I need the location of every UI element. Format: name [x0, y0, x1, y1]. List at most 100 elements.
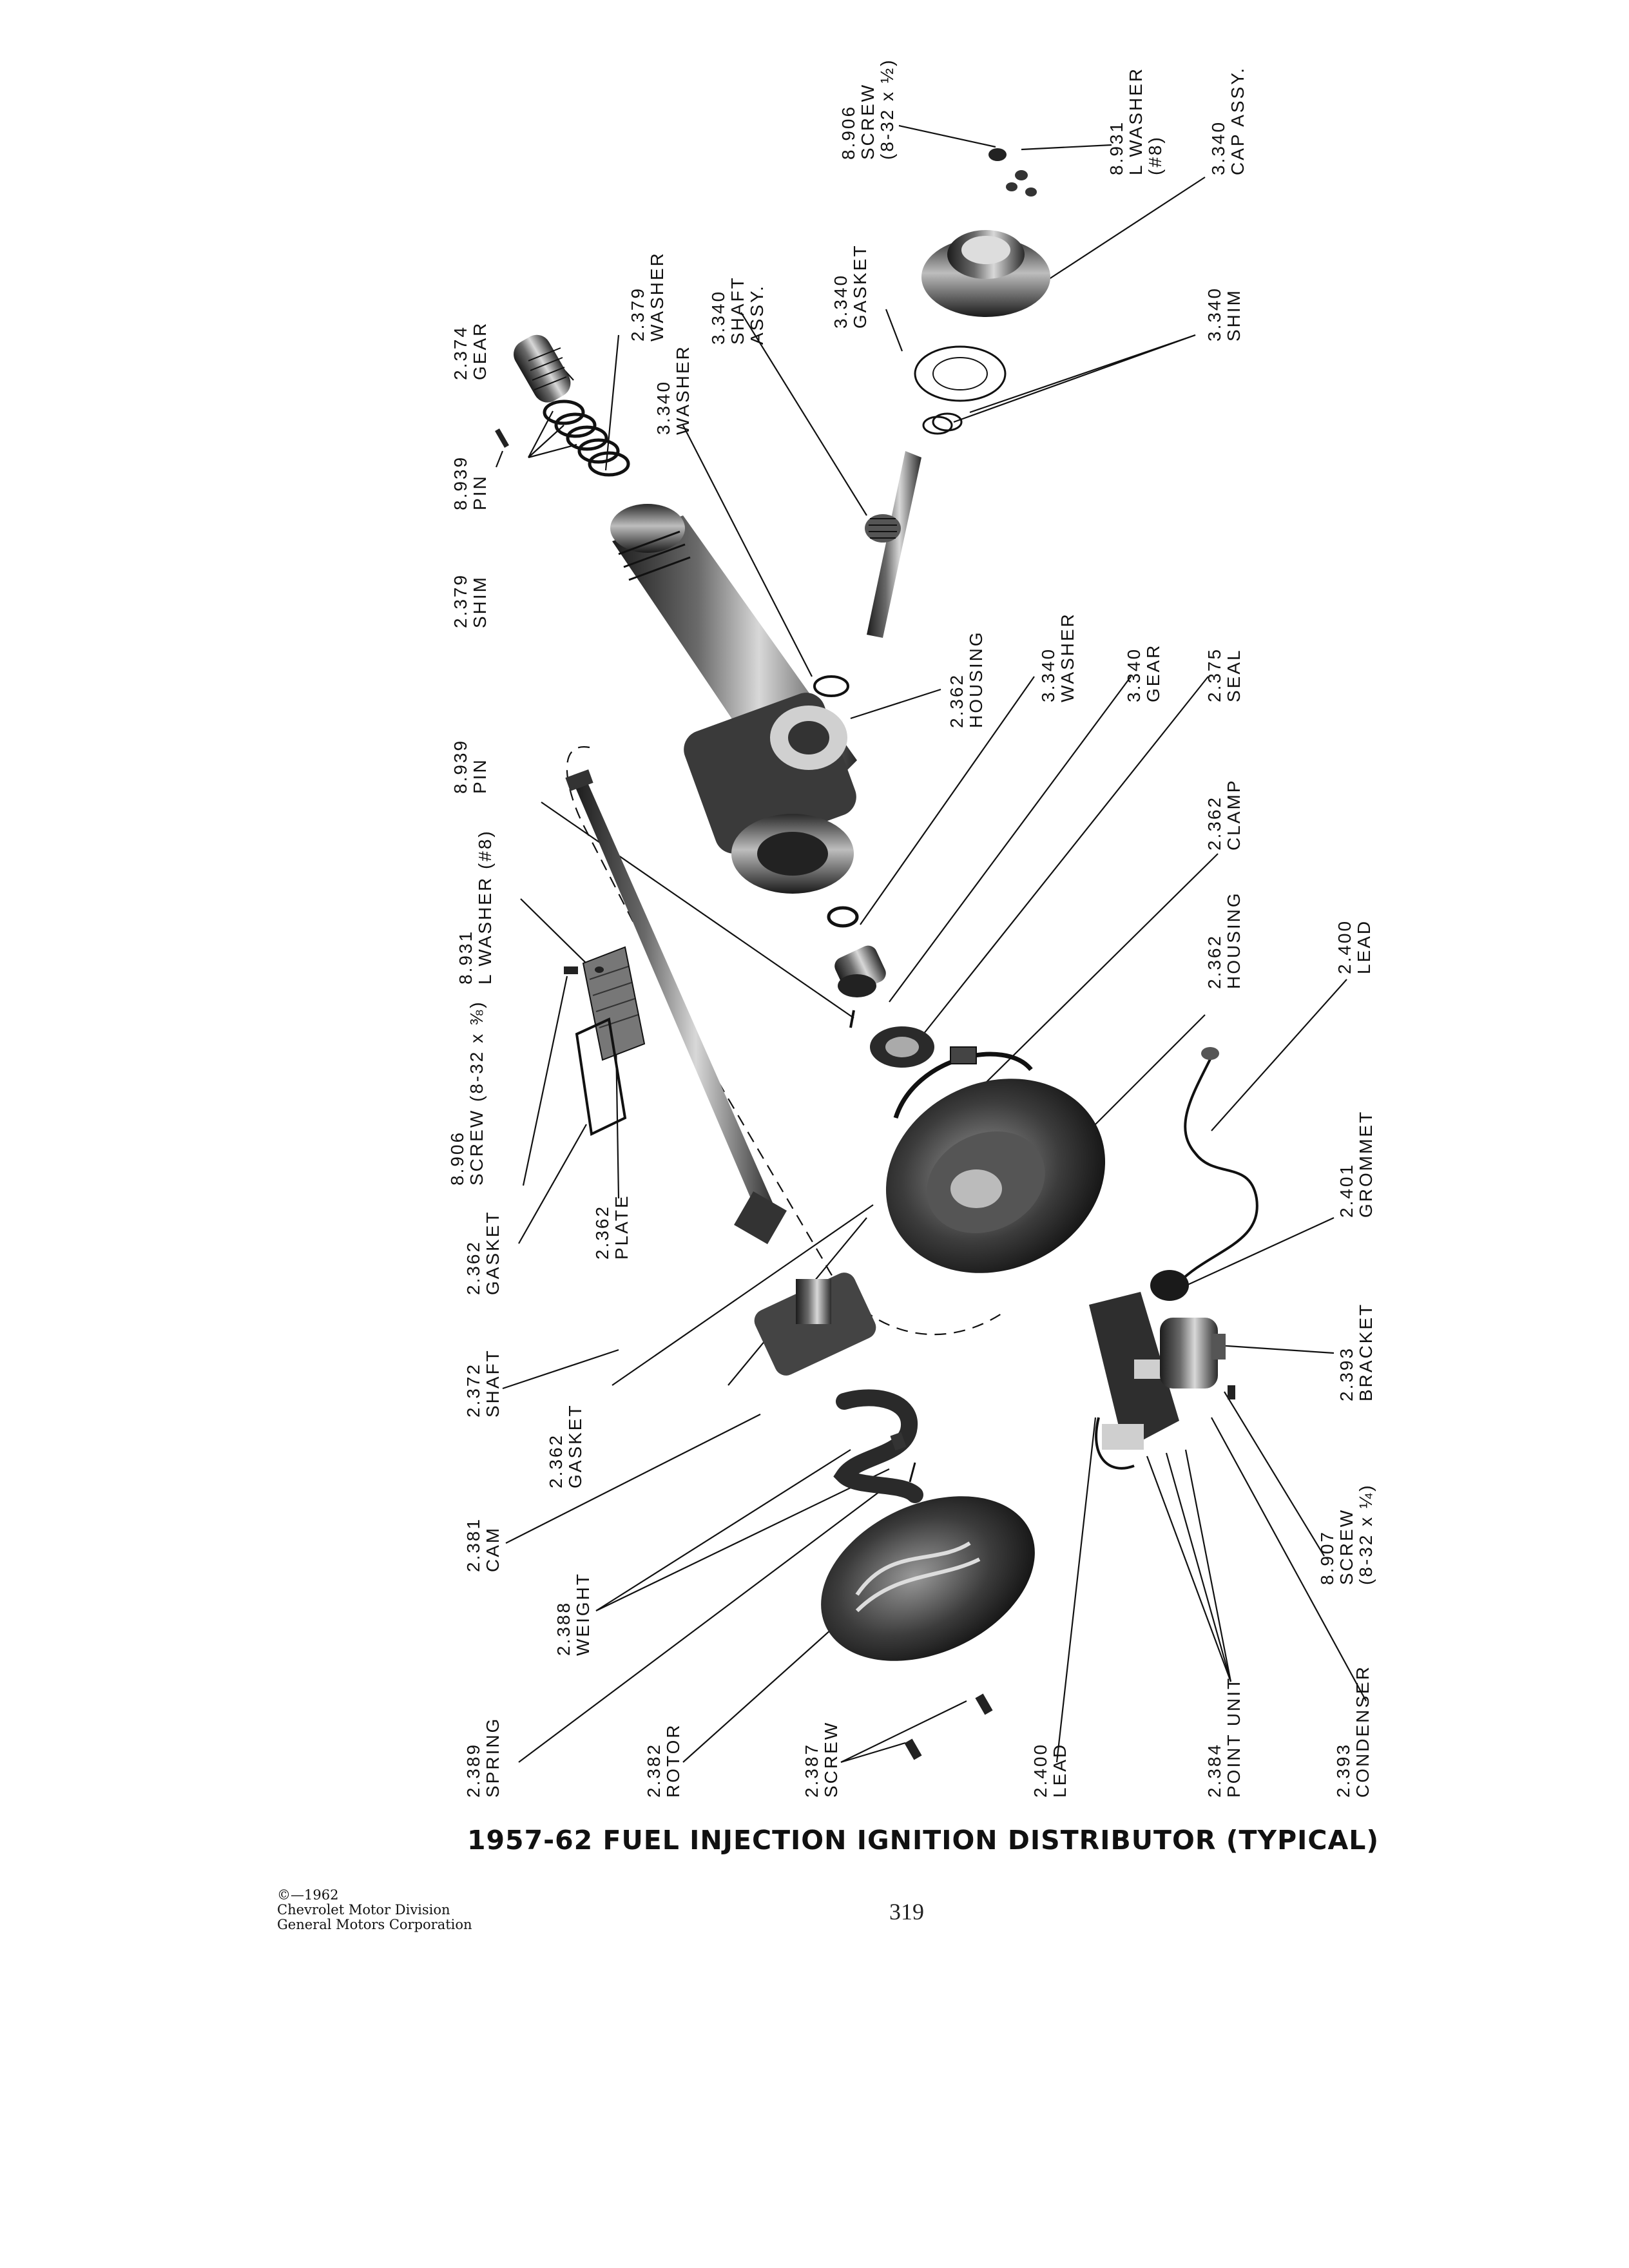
callout-number: 2.379	[450, 573, 470, 628]
callout-clamp: 2.362 CLAMP	[1204, 779, 1244, 850]
callout-number: 2.393	[1333, 1742, 1353, 1798]
callout-number: 3.340	[1124, 647, 1144, 702]
callout-plate: 2.362 PLATE	[592, 1194, 631, 1260]
point-unit-drawing	[1089, 1292, 1179, 1450]
callout-number: 2.393	[1336, 1346, 1356, 1401]
callout-name: WEIGHT	[573, 1572, 593, 1656]
callout-number: 2.362	[546, 1433, 566, 1488]
callout-name: SCREW	[1336, 1508, 1356, 1585]
callout-name: SCREW	[858, 82, 878, 160]
callout-number: 2.389	[463, 1742, 483, 1798]
callout-grommet: 2.401 GROMMET	[1336, 1110, 1376, 1218]
callout-name: GASKET	[483, 1210, 503, 1295]
pin-gear-drawing	[495, 428, 509, 448]
callout-number: 8.931	[1106, 120, 1126, 175]
callout-name: BRACKET	[1356, 1302, 1376, 1401]
callout-number: 3.340	[708, 289, 728, 345]
callout-name: SHAFT	[728, 276, 747, 345]
callout-bracket: 2.393 BRACKET	[1336, 1302, 1376, 1401]
callout-name: PIN	[470, 758, 490, 794]
housing-upper-drawing	[610, 504, 857, 894]
callout-rotor: 2.382 ROTOR	[644, 1723, 683, 1798]
washer-upper-drawing	[813, 675, 849, 697]
weight-drawing	[890, 1432, 907, 1451]
callout-name: SCREW	[821, 1720, 841, 1798]
callout-condenser: 2.393 CONDENSER	[1333, 1665, 1373, 1798]
callout-housing-lower: 2.362 HOUSING	[1204, 891, 1244, 989]
gear-mid-drawing	[834, 945, 886, 997]
callout-screw-plate: 8.906 SCREW (8-32 x ⅜)	[447, 1000, 487, 1186]
copyright-year: ©—1962	[277, 1887, 339, 1903]
housing-lower-drawing	[885, 1079, 1106, 1273]
callout-name: SHIM	[1224, 289, 1244, 341]
condenser-bracket-drawing	[1160, 1318, 1226, 1389]
callout-lwasher-cap: 8.931 L WASHER (#8)	[1106, 67, 1165, 175]
callout-gear-drive: 2.374 GEAR	[450, 322, 490, 380]
callout-number: 2.362	[592, 1204, 612, 1260]
callout-name: HOUSING	[1224, 891, 1244, 989]
callout-shaft-assy: 3.340 SHAFT ASSY.	[708, 276, 767, 345]
callout-number: 3.340	[653, 380, 673, 435]
screw-plate-drawing	[564, 966, 604, 974]
callout-number: 2.362	[1204, 795, 1224, 850]
callout-name: SCREW (8-32 x ⅜)	[467, 1000, 487, 1186]
callout-name: WASHER	[673, 345, 693, 435]
gasket-housing-drawing	[754, 1273, 876, 1376]
plate-drawing	[582, 946, 646, 1061]
callout-number: 2.362	[947, 673, 967, 728]
callout-seal: 2.375 SEAL	[1204, 648, 1244, 702]
callout-name: CAM	[483, 1526, 503, 1572]
callout-name: PLATE	[612, 1194, 631, 1260]
callout-name: LEAD	[1050, 1742, 1070, 1798]
callout-shim-drive: 2.379 SHIM	[450, 573, 490, 628]
seal-drawing	[870, 1026, 934, 1068]
callout-number: 8.906	[447, 1130, 467, 1186]
callout-number: 2.401	[1336, 1162, 1356, 1218]
callout-screw-cap: 8.906 SCREW (8-32 x ½)	[838, 58, 897, 160]
shaft-assembly-drawing	[865, 451, 921, 638]
callout-number: 8.931	[456, 929, 476, 985]
cap-assembly-drawing	[921, 148, 1050, 317]
callout-screw-rotor: 2.387 SCREW	[802, 1721, 841, 1798]
screw-rotor-drawing	[904, 1693, 993, 1760]
callout-shaft: 2.372 SHAFT	[463, 1349, 503, 1418]
callout-weight: 2.388 WEIGHT	[554, 1572, 593, 1656]
callout-name: GROMMET	[1356, 1110, 1376, 1218]
callout-spec: (8-32 x ¼)	[1356, 1483, 1376, 1585]
callout-number: 2.362	[463, 1240, 483, 1295]
callout-screw-bracket: 8.907 SCREW (8-32 x ¼)	[1317, 1483, 1376, 1585]
callout-number: 2.379	[628, 286, 648, 341]
washer-mid-drawing	[827, 906, 859, 928]
callout-gasket-plate: 2.362 GASKET	[463, 1210, 503, 1295]
callout-name: SEAL	[1224, 648, 1244, 702]
copyright-block: ©—1962 Chevrolet Motor Division General …	[277, 1888, 472, 1932]
callout-gasket-housing: 2.362 GASKET	[546, 1403, 585, 1488]
callout-washer-drive: 2.379 WASHER	[628, 251, 667, 341]
callout-cap-assy: 3.340 CAP ASSY.	[1208, 66, 1248, 175]
callout-name: WASHER	[1057, 612, 1077, 702]
spring-drawing	[909, 1462, 916, 1483]
callout-number: 2.388	[554, 1600, 574, 1656]
callout-number: 8.907	[1317, 1530, 1337, 1585]
callout-shim-cap: 3.340 SHIM	[1204, 287, 1244, 341]
cam-drawing	[833, 1389, 923, 1503]
shim-cap-drawing	[922, 412, 963, 435]
callout-name: L WASHER (#8)	[475, 829, 495, 985]
callout-name: POINT UNIT	[1224, 1676, 1244, 1798]
grommet-drawing	[1150, 1270, 1189, 1301]
callout-cam: 2.381 CAM	[463, 1517, 503, 1572]
callout-number: 8.939	[450, 455, 470, 510]
callout-name: GASKET	[850, 244, 870, 329]
callout-pin-gear: 8.939 PIN	[450, 455, 490, 510]
pin-shaft-drawing	[849, 1010, 855, 1028]
callout-number: 2.400	[1030, 1742, 1050, 1798]
callout-spring: 2.389 SPRING	[463, 1717, 503, 1798]
callout-lead-top: 2.400 LEAD	[1335, 919, 1374, 974]
callout-washer-upper: 3.340 WASHER	[653, 345, 693, 435]
rotor-drawing	[821, 1496, 1035, 1661]
callout-name: CAP ASSY.	[1228, 66, 1248, 175]
callout-point-unit: 2.384 POINT UNIT	[1204, 1676, 1244, 1798]
callout-spec: (8-32 x ½)	[877, 58, 897, 160]
callout-pin-shaft: 8.939 PIN	[450, 739, 490, 794]
